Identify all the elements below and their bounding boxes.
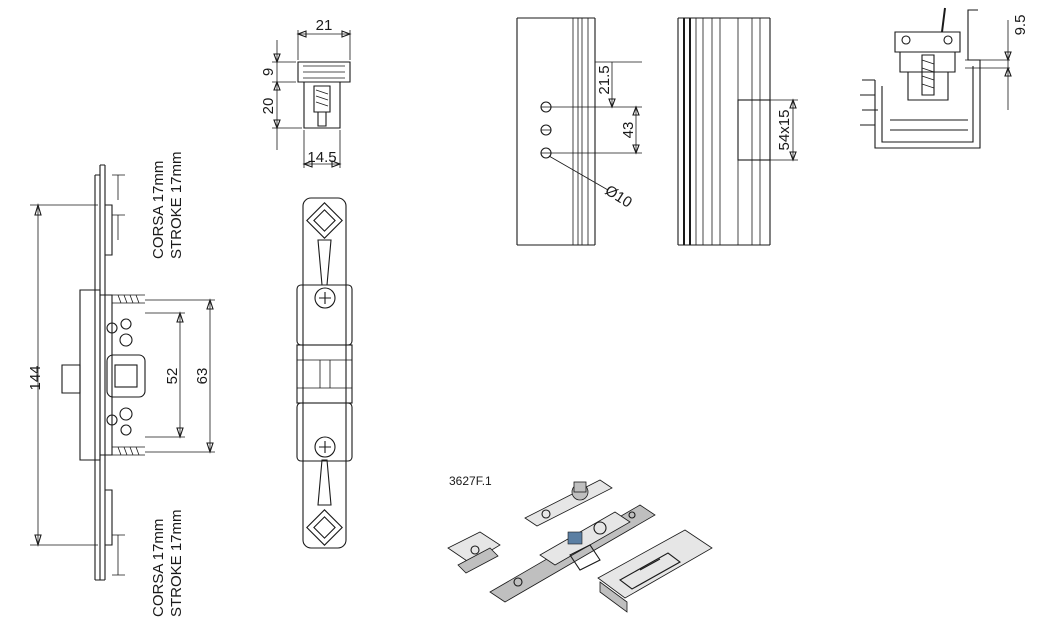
exploded-assembly <box>447 479 713 613</box>
dim-dia-10: Ø10 <box>602 182 635 211</box>
small-section-view <box>272 30 352 168</box>
dim-21: 21 <box>316 17 333 34</box>
profile-with-slot <box>677 17 798 246</box>
stroke-note-bottom-2: STROKE 17mm <box>168 509 185 617</box>
dim-14-5: 14.5 <box>307 149 336 166</box>
dim-21-5: 21.5 <box>596 65 613 94</box>
dim-63: 63 <box>194 368 211 385</box>
side-view-lock <box>30 164 146 581</box>
dim-9-5: 9.5 <box>1012 15 1029 36</box>
screw-bottom <box>112 446 145 456</box>
body-holes <box>106 318 146 436</box>
product-code: 3627F.1 <box>449 474 492 488</box>
dim-20: 20 <box>260 98 277 115</box>
stroke-note-top-2: STROKE 17mm <box>168 151 185 259</box>
installed-cross-section <box>860 7 1012 149</box>
profile-with-holes <box>516 17 642 246</box>
dim-54x15: 54x15 <box>776 110 793 151</box>
dim-52: 52 <box>164 368 181 385</box>
dim-43: 43 <box>620 122 637 139</box>
stroke-note-top-1: CORSA 17mm <box>150 161 167 259</box>
dim-lines-52-63 <box>145 298 215 454</box>
stroke-note-bottom-1: CORSA 17mm <box>150 519 167 617</box>
dim-9: 9 <box>260 68 277 76</box>
front-view-slider <box>296 197 353 549</box>
screw-top <box>112 294 145 304</box>
dim-144: 144 <box>27 365 44 390</box>
